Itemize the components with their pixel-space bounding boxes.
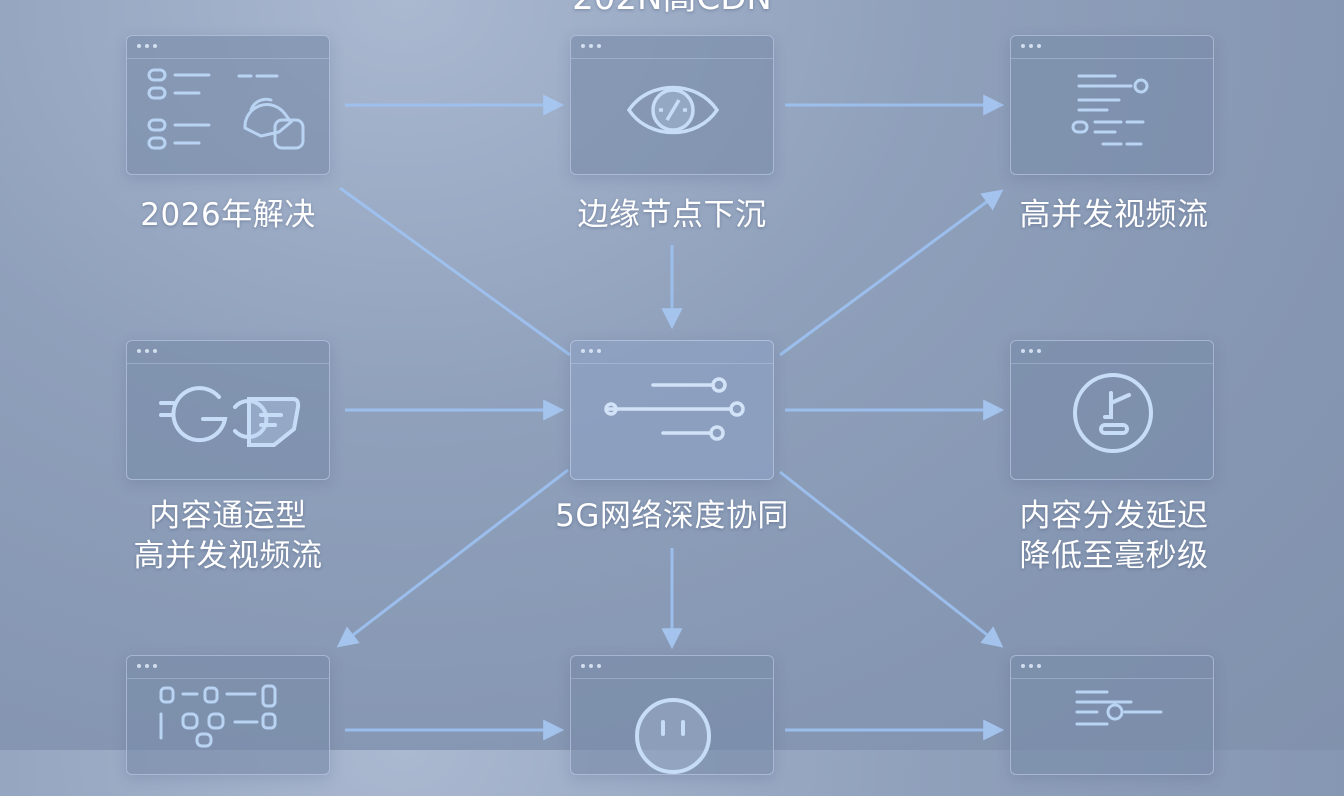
node-label-top-right: 高并发视频流 [1019,197,1209,233]
node-label-middle-left: 内容通运型 高并发视频流 [96,496,360,576]
network-nodes-icon [159,684,277,748]
node-label-top-left: 2026年解决 [140,197,316,233]
label-line-1: 内容分发延迟 [1019,498,1209,534]
window-titlebar [127,341,329,364]
settings-list-icon [1071,74,1149,146]
node-card-middle-left[interactable] [126,340,330,480]
node-card-top-right[interactable] [1010,35,1214,175]
node-card-bottom-right[interactable] [1010,655,1214,775]
5g-chat-icon [159,386,301,447]
node-card-top-left[interactable] [126,35,330,175]
node-label-top-center: 边缘节点下沉 [577,197,767,233]
window-titlebar [571,36,773,59]
node-card-middle-center[interactable] [570,340,774,480]
window-titlebar [571,341,773,364]
code-eye-icon [626,85,720,135]
node-card-bottom-center[interactable] [570,655,774,775]
window-titlebar [1011,36,1213,59]
power-icon [635,698,711,774]
window-titlebar [1011,656,1213,679]
diagram-title: 202N高CDN [472,0,872,18]
label-line-2: 降低至毫秒级 [1019,538,1209,574]
list-chat-icon [147,68,305,150]
window-titlebar [571,656,773,679]
node-label-middle-right: 内容分发延迟 降低至毫秒级 [982,496,1246,576]
slider-lines-icon [604,377,745,441]
label-line-1: 内容通运型 [149,498,307,534]
node-card-top-center[interactable] [570,35,774,175]
arrow-mc-tr [779,189,1004,357]
window-titlebar [1011,341,1213,364]
node-card-bottom-left[interactable] [126,655,330,775]
node-label-middle-center: 5G网络深度协同 [555,498,789,534]
label-line-2: 高并发视频流 [133,538,323,574]
window-titlebar [127,656,329,679]
clock-icon [1073,373,1153,453]
window-titlebar [127,36,329,59]
list-slider-icon [1075,690,1163,726]
node-card-middle-right[interactable] [1010,340,1214,480]
arrow-tl-mc-diag [339,186,571,357]
